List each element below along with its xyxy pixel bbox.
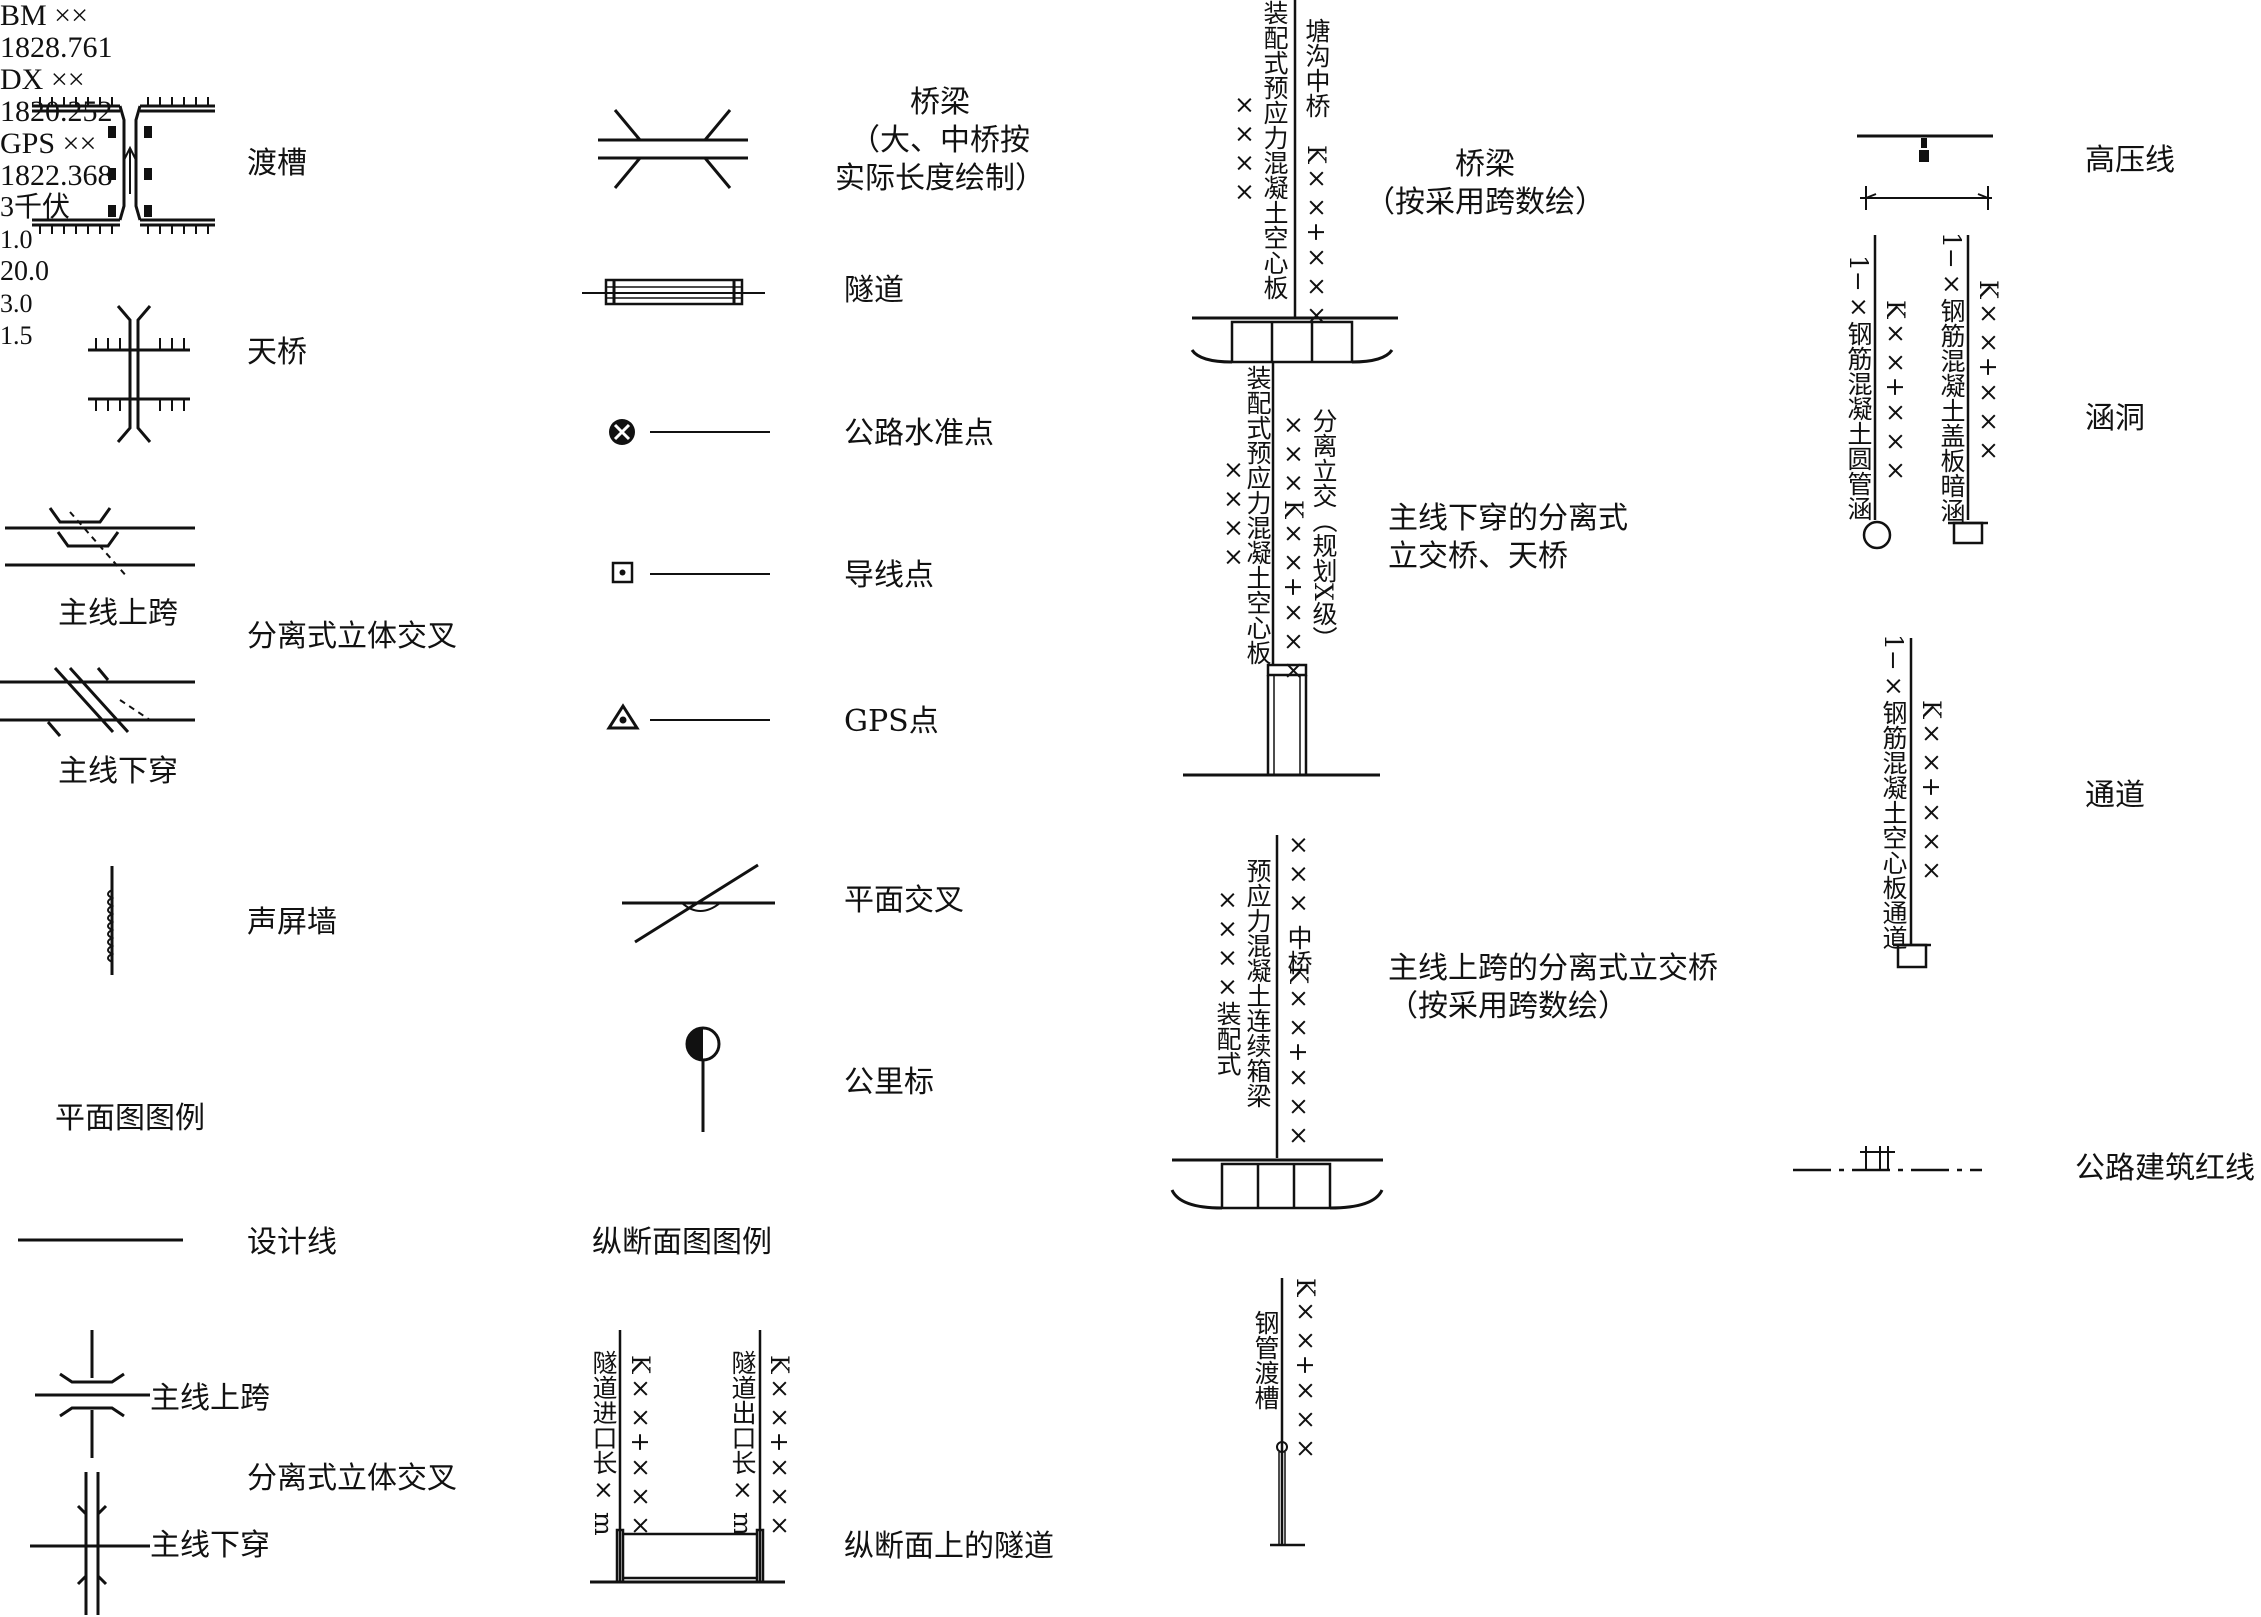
passage-symbol [1893,638,1931,969]
tunnel-profile-label: 纵断面上的隧道 [844,1529,1054,1564]
mainline-under-label: 主线下穿 [58,754,178,789]
benchmark-label: 公路水准点 [844,416,994,451]
passage-type: 1−×钢筋混凝土空心板通道 [1879,634,1908,950]
high-voltage-symbol [1857,134,1993,210]
bridge2-span: ×××× [1219,455,1248,571]
red-line-symbol [1793,1146,1982,1172]
noise-barrier-symbol [107,866,115,975]
bridge2-station: K××+××× [1279,500,1308,685]
mainline-over-symbol [5,507,195,579]
gps-label: GPS点 [844,704,939,739]
benchmark-number: BM ×× [0,0,89,32]
tunnel-in-length: 隧道进口长× m [589,1350,618,1536]
bridge-profile-label-line1: 桥梁 [1455,147,1515,182]
aqueduct-symbol [32,97,215,234]
kilometre-post-label: 公里标 [844,1065,934,1100]
plan-legend-title: 平面图图例 [55,1101,205,1136]
tunnel-plan-symbol [582,278,765,306]
gps-elevation: 1822.368 [0,159,113,192]
tunnel-out-length: 隧道出口长× m [728,1350,757,1536]
traverse-point-symbol [611,561,770,584]
passage-label: 通道 [2085,778,2145,813]
noise-barrier-label: 声屏墙 [247,905,337,940]
underpass-label-line1: 主线下穿的分离式 [1388,501,1628,536]
red-line-label: 公路建筑红线 [2075,1151,2255,1186]
pipe-aqueduct-station: K××+××× [1291,1278,1320,1463]
bridge-plan-symbol [598,109,748,189]
mainline-over-small-symbol [35,1330,150,1458]
red-line-dim-b: 1.5 [0,321,33,350]
mainline-over-label: 主线上跨 [58,596,178,631]
bridge-profile-symbol [1190,0,1398,364]
red-line-dim-a: 3.0 [0,289,33,318]
culvert2-type: 1−×钢筋混凝土盖板暗涵 [1937,232,1966,523]
aqueduct-label: 渡槽 [247,146,307,181]
hv-span: 1.0 [0,225,33,254]
bridge-plan-label-line3: 实际长度绘制） [835,161,1045,196]
hv-height: 20.0 [0,256,49,287]
gps-number: GPS ×× [0,127,97,160]
underpass-label: 主线下穿的分离式 立交桥、天桥 [1388,500,1628,576]
separated-crossing-small-label: 分离式立体交叉 [247,1461,457,1496]
tunnel-plan-label: 隧道 [844,273,904,308]
culvert-symbol [1862,235,1988,550]
culvert-label: 涵洞 [2085,401,2145,436]
separated-crossing-label: 分离式立体交叉 [247,619,457,654]
benchmark-elevation: 1828.761 [0,31,113,64]
hv-voltage: 3千伏 [0,192,71,223]
bridge3-station: K××+××× [1284,965,1313,1150]
bridge1-type: 装配式预应力混凝土空心板 [1260,0,1289,300]
tunnel-profile-symbol [590,1330,785,1584]
underpass-profile-symbol [1183,362,1380,777]
bridge-profile-label: 桥梁 （按采用跨数绘） [1360,146,1610,222]
overpass-label-line2: （按采用跨数绘） [1388,989,1628,1024]
overpass-label: 主线上跨的分离式立交桥 （按采用跨数绘） [1388,950,1718,1026]
bridge-plan-label: 桥梁 （大、中桥按 实际长度绘制） [830,84,1050,198]
kilometre-post-symbol [685,1026,721,1132]
mainline-over-small-label: 主线上跨 [150,1381,270,1416]
bridge3-span: ××××装配式 [1213,885,1242,1076]
benchmark-symbol [609,419,770,445]
pipe-aqueduct-symbol [1270,1278,1305,1547]
bridge-profile-label-line2: （按采用跨数绘） [1365,185,1605,220]
at-grade-crossing-label: 平面交叉 [844,883,964,918]
bridge2-type: 装配式预应力混凝土空心板 [1243,365,1272,665]
flyover-symbol [88,305,190,443]
pipe-aqueduct-name: 钢管渡槽 [1251,1310,1280,1410]
tunnel-out-station: K××+××× [765,1355,794,1540]
bridge2-name: ××× [1279,410,1308,497]
traverse-number: DX ×× [0,63,85,96]
bridge3-name: ××× 中桥 [1284,830,1313,975]
culvert1-station: K××+××× [1881,300,1910,485]
bridge1-station: K××+××× [1302,145,1331,330]
high-voltage-label: 高压线 [2085,143,2175,178]
overpass-label-line1: 主线上跨的分离式立交桥 [1388,951,1718,986]
culvert2-station: K××+××× [1974,280,2003,465]
bridge1-span: ×××× [1230,90,1259,206]
culvert1-type: 1−×钢筋混凝土圆管涵 [1844,255,1873,521]
at-grade-crossing-symbol [622,863,775,944]
bridge-plan-label-line2: （大、中桥按 [850,123,1030,158]
bridge3-type: 预应力混凝土连续箱梁 [1243,858,1272,1108]
tunnel-in-station: K××+××× [626,1355,655,1540]
traverse-label: 导线点 [844,558,934,593]
flyover-label: 天桥 [247,335,307,370]
bridge-plan-label-line1: 桥梁 [910,85,970,120]
gps-point-symbol [606,703,770,730]
mainline-under-symbol [0,666,195,737]
mainline-under-small-symbol [30,1472,150,1615]
design-line-label: 设计线 [247,1225,337,1260]
bridge2-crossing: 分离立交（规划X级） [1309,408,1338,651]
passage-station: K××+××× [1917,700,1946,885]
overpass-profile-symbol [1170,835,1384,1210]
mainline-under-small-label: 主线下穿 [150,1528,270,1563]
bridge1-name: 塘沟中桥 [1302,18,1331,118]
underpass-label-line2: 立交桥、天桥 [1388,539,1568,574]
profile-legend-title: 纵断面图图例 [592,1225,772,1260]
